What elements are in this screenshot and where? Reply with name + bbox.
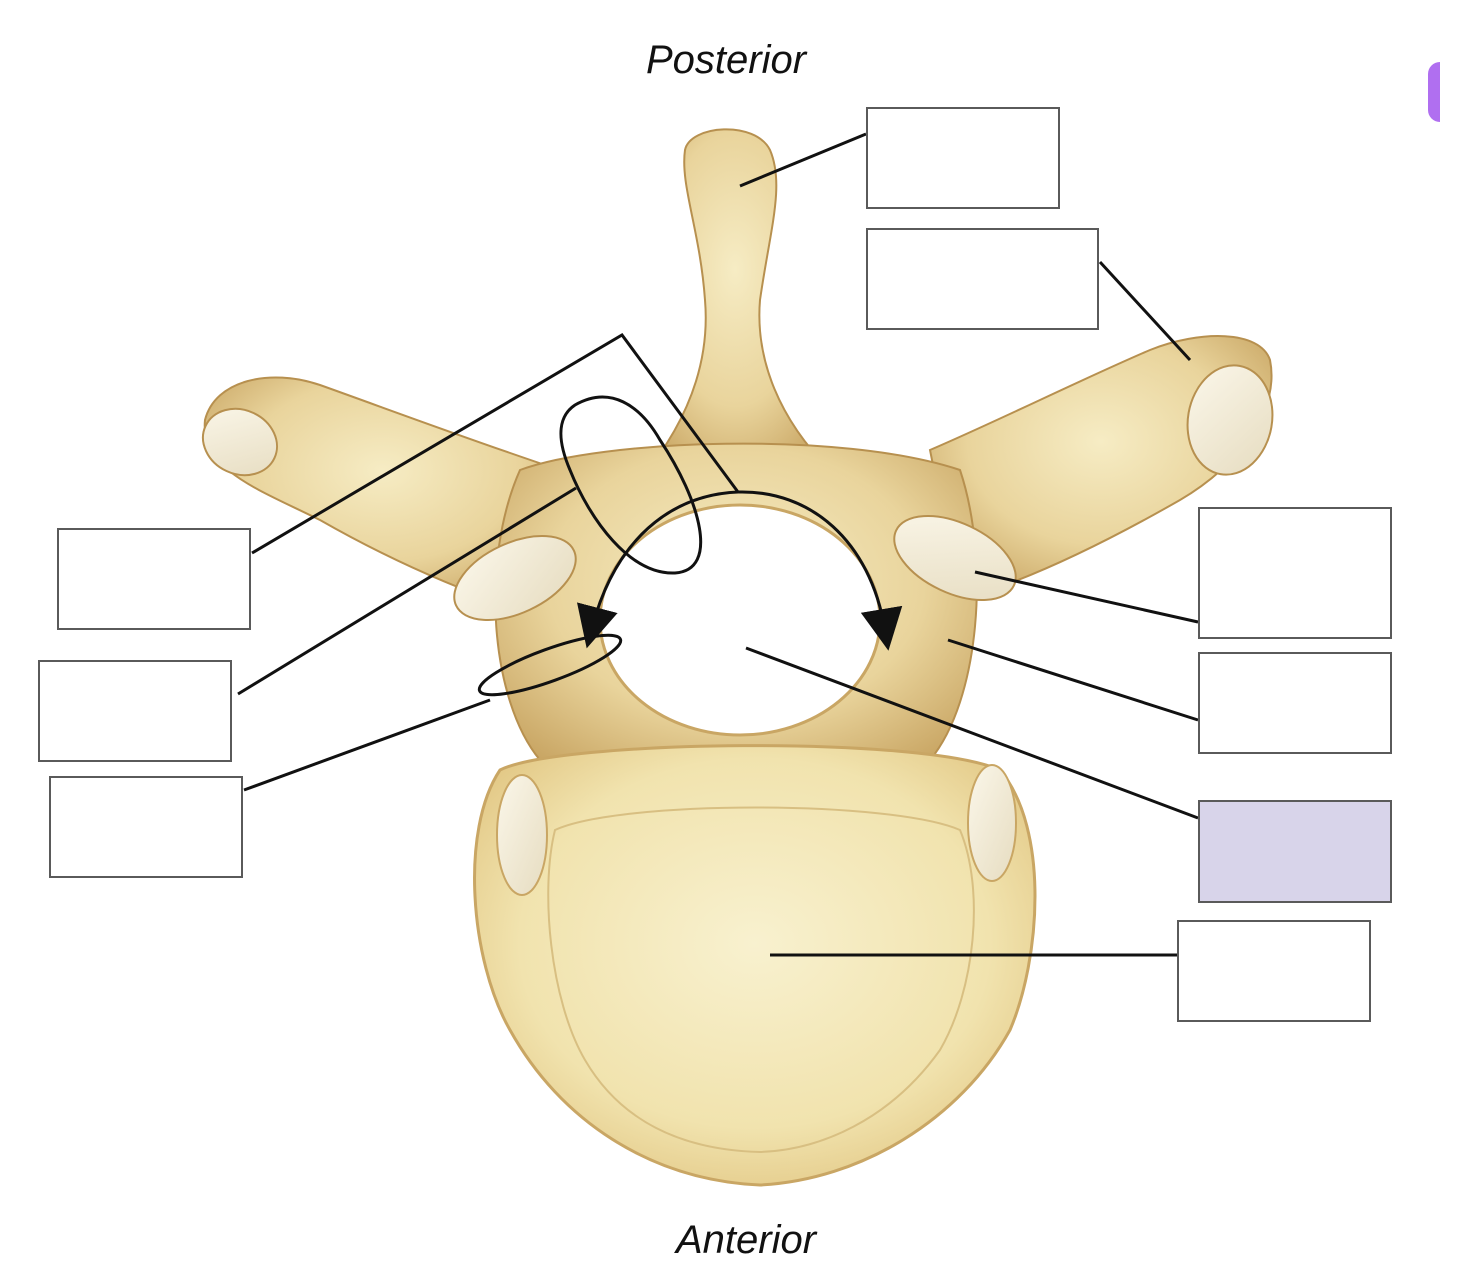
arch-arrow-left xyxy=(577,490,739,649)
label-text xyxy=(868,230,1097,246)
spinous-process-label-box[interactable] xyxy=(866,107,1060,209)
leader-lines xyxy=(237,132,1199,957)
pedicle-loop xyxy=(477,633,623,697)
label-text xyxy=(1200,654,1390,670)
transverse-process-label-box[interactable] xyxy=(866,228,1099,330)
body-label-box[interactable] xyxy=(1177,920,1371,1022)
label-text xyxy=(1200,509,1390,525)
leader-sup-process xyxy=(947,638,1199,722)
arch-arrow-right xyxy=(737,490,903,651)
label-text xyxy=(59,530,249,546)
anterior-label: Anterior xyxy=(676,1218,817,1262)
corner-badge-icon[interactable] xyxy=(1428,62,1440,122)
leader-sup-facet xyxy=(974,570,1199,624)
lamina-label-box[interactable] xyxy=(38,660,232,762)
superior-articular-facet-label-box[interactable] xyxy=(1198,507,1392,639)
leader-foramen xyxy=(745,646,1199,820)
leader-transverse xyxy=(1098,260,1192,362)
label-text xyxy=(40,662,230,678)
label-text xyxy=(1200,802,1390,818)
vertebral-foramen xyxy=(598,503,882,737)
label-text xyxy=(868,109,1058,125)
right-transverse-facet xyxy=(1186,364,1274,476)
superior-articular-process-label-box[interactable] xyxy=(1198,652,1392,754)
pedicle-label-box[interactable] xyxy=(49,776,243,878)
leader-lamina xyxy=(237,486,577,696)
lamina-loop xyxy=(559,395,703,575)
right-costal-facet xyxy=(967,764,1017,882)
vertebral-body xyxy=(473,744,1037,1187)
leader-vertebral-arch xyxy=(251,333,740,555)
left-costal-facet xyxy=(496,774,548,896)
label-text xyxy=(1179,922,1369,938)
posterior-label: Posterior xyxy=(646,38,807,82)
label-text xyxy=(51,778,241,794)
left-superior-articular-facet xyxy=(453,535,577,621)
leader-pedicle xyxy=(243,698,491,792)
vertebral-foramen-label-box[interactable] xyxy=(1198,800,1392,903)
right-superior-articular-facet xyxy=(893,515,1017,601)
vertebral-body-rim xyxy=(547,806,975,1154)
leader-spinous xyxy=(739,132,867,188)
vertebral-arch-label-box[interactable] xyxy=(57,528,251,630)
left-transverse-facet xyxy=(202,407,278,477)
spinous-process xyxy=(637,128,833,482)
